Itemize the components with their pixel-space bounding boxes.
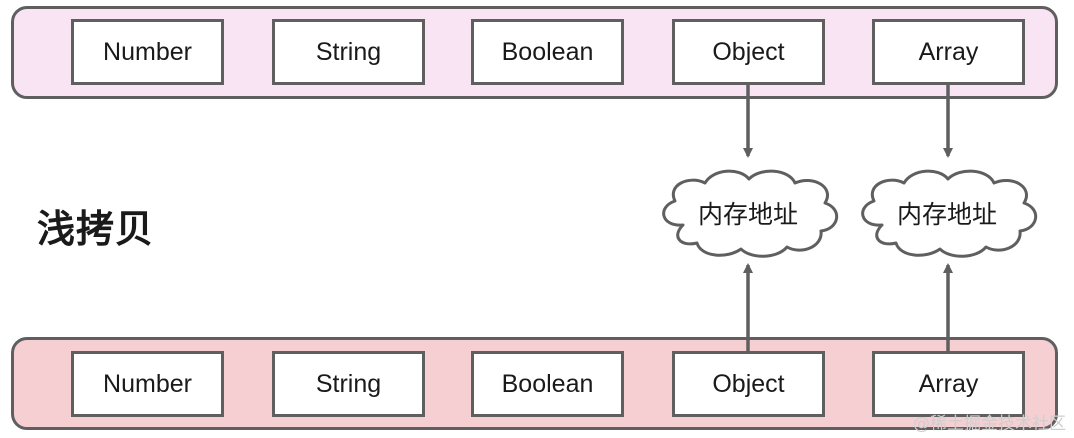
cloud-label: 内存地址 bbox=[697, 200, 798, 229]
bottom-type-box-boolean: Boolean bbox=[471, 351, 624, 417]
top-type-box-number: Number bbox=[71, 19, 224, 85]
watermark: @稀土掘金技术社区 bbox=[913, 414, 1066, 434]
memory-address-cloud-object: 内存地址 bbox=[653, 163, 843, 259]
top-type-box-object: Object bbox=[672, 19, 825, 85]
top-type-box-string: String bbox=[272, 19, 425, 85]
top-type-box-boolean: Boolean bbox=[471, 19, 624, 85]
diagram-title: 浅拷贝 bbox=[37, 207, 155, 251]
bottom-type-box-string: String bbox=[272, 351, 425, 417]
bottom-type-box-array: Array bbox=[872, 351, 1025, 417]
bottom-type-box-number: Number bbox=[71, 351, 224, 417]
cloud-shape-icon bbox=[662, 169, 838, 258]
cloud-shape-icon bbox=[861, 169, 1037, 258]
memory-address-cloud-array: 内存地址 bbox=[852, 163, 1042, 259]
top-type-box-array: Array bbox=[872, 19, 1025, 85]
bottom-type-box-object: Object bbox=[672, 351, 825, 417]
cloud-label: 内存地址 bbox=[896, 200, 997, 229]
